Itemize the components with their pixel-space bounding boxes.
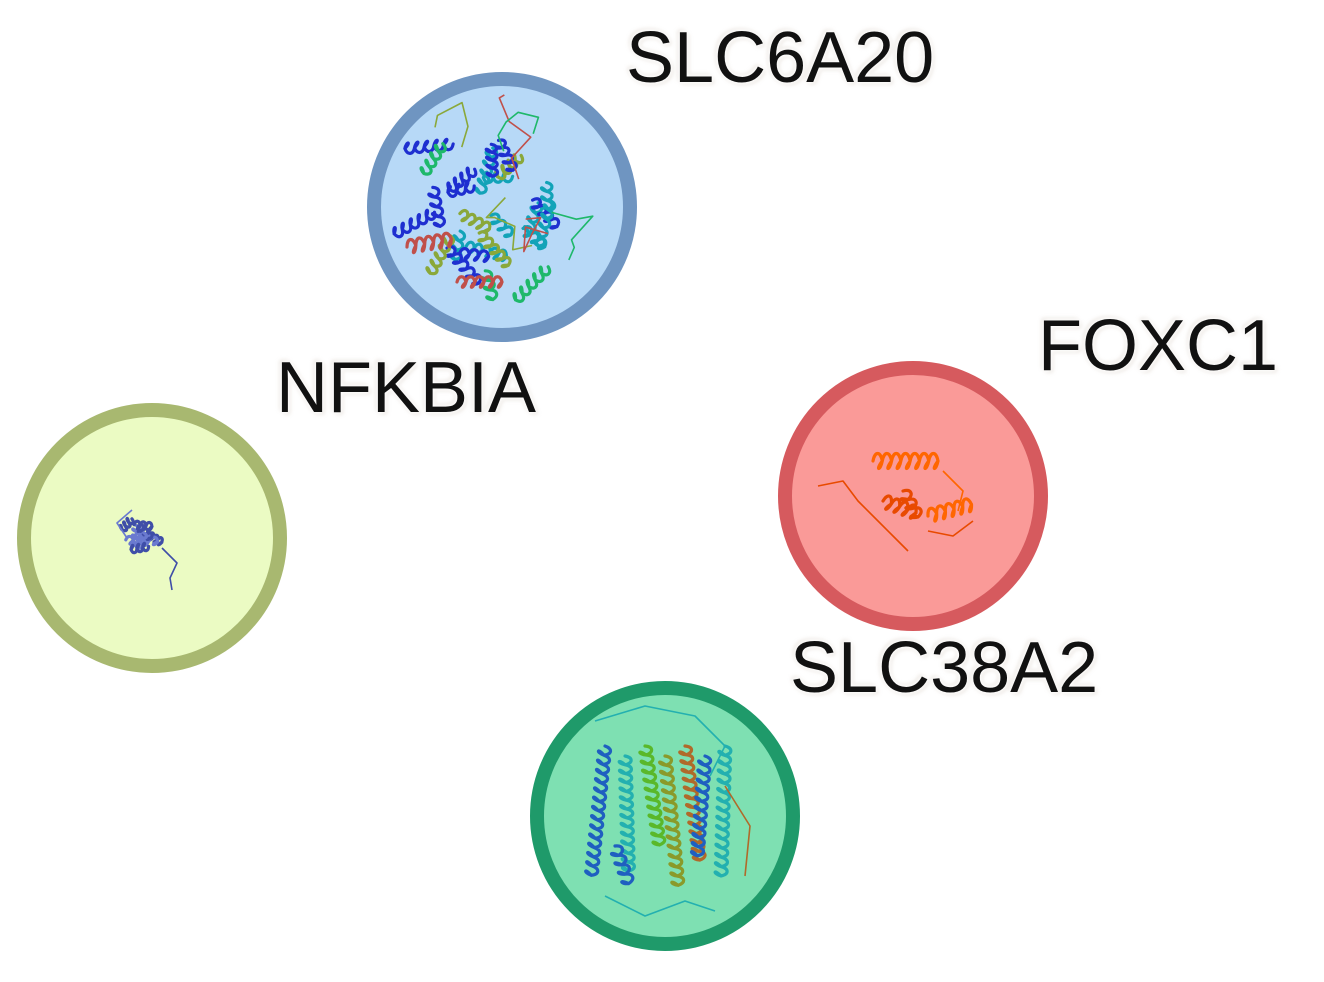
node-slc38a2[interactable]: [530, 681, 800, 951]
node-slc6a20[interactable]: [367, 72, 637, 342]
node-nfkbia[interactable]: [17, 403, 287, 673]
protein-structure-winged-helix-icon: [817, 451, 974, 552]
node-label-foxc1: FOXC1: [1038, 306, 1279, 386]
node-foxc1-disc: [778, 361, 1048, 631]
node-slc6a20-disc: [367, 72, 637, 342]
protein-structure-compact-icon: [116, 509, 178, 591]
protein-structure-helical-bundle-icon: [392, 94, 594, 303]
protein-structure-transmembrane-icon: [584, 705, 751, 917]
node-foxc1[interactable]: [778, 361, 1048, 631]
node-label-nfkbia: NFKBIA: [276, 348, 537, 428]
node-label-slc6a20: SLC6A20: [626, 18, 935, 98]
node-label-slc38a2: SLC38A2: [790, 628, 1099, 708]
